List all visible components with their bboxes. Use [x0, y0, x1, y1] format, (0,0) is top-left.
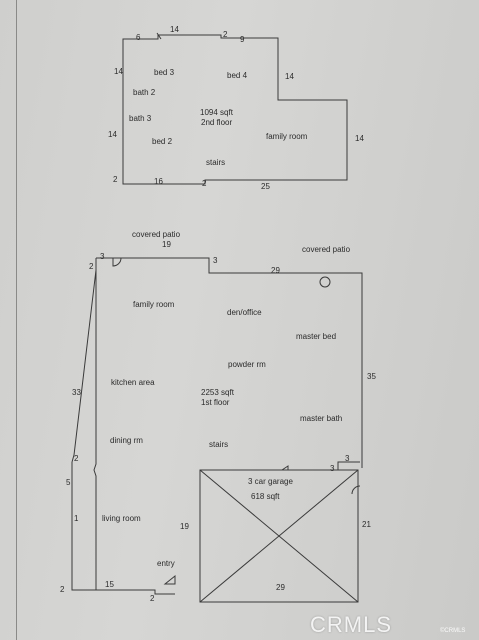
dim-upper-6: 6 — [136, 33, 141, 42]
room-bed-2: bed 2 — [152, 137, 173, 146]
dim-lower-2-top: 2 — [89, 262, 94, 271]
dim-lower-2-bottom-a: 2 — [60, 585, 65, 594]
dim-lower-35: 35 — [367, 372, 376, 381]
dim-lower-2-bottom-b: 2 — [150, 594, 155, 603]
garage-diagonal-b — [199, 469, 359, 603]
upper-area: 1094 sqft — [200, 108, 233, 117]
room-master-bath: master bath — [300, 414, 343, 423]
dim-lower-29-top: 29 — [271, 266, 280, 275]
lower-left-wall-lower — [71, 462, 153, 591]
dim-lower-33: 33 — [72, 388, 81, 397]
room-bath-3: bath 3 — [129, 114, 152, 123]
upper-stair-tick — [156, 32, 162, 40]
dim-garage-21: 21 — [362, 520, 371, 529]
lower-floor-name: 1st floor — [201, 398, 230, 407]
garage-area: 618 sqft — [251, 492, 280, 501]
patio-door-swing — [112, 257, 122, 267]
room-living: living room — [102, 514, 141, 523]
dim-garage-29: 29 — [276, 583, 285, 592]
patio-fixture — [319, 276, 331, 288]
room-den-office: den/office — [227, 308, 262, 317]
room-bed-4: bed 4 — [227, 71, 248, 80]
crmls-watermark: CRMLS — [310, 612, 393, 637]
label-covered-patio-left: covered patio — [132, 230, 181, 239]
dim-upper-14-right-a: 14 — [285, 72, 294, 81]
dim-lower-3-top-b: 3 — [213, 256, 218, 265]
lower-stairs: stairs — [209, 440, 229, 449]
garage-outline — [199, 469, 359, 603]
lower-left-wall-upper — [71, 269, 97, 463]
lower-floor-outline — [93, 257, 363, 595]
dim-lower-1: 1 — [74, 514, 79, 523]
garage-side-door — [351, 485, 361, 495]
room-family-upper: family room — [266, 132, 308, 141]
garage-door-swing — [280, 465, 289, 471]
room-dining: dining rm — [110, 436, 143, 445]
room-garage: 3 car garage — [248, 477, 293, 486]
lower-area: 2253 sqft — [201, 388, 234, 397]
dim-upper-14-left-b: 14 — [108, 130, 117, 139]
entry-door-swing — [163, 574, 176, 585]
dim-upper-2-bottom-a: 2 — [113, 175, 118, 184]
dim-lower-15: 15 — [105, 580, 114, 589]
room-bath-2: bath 2 — [133, 88, 156, 97]
dim-upper-14-top: 14 — [170, 25, 179, 34]
dim-upper-9: 9 — [240, 35, 245, 44]
room-kitchen: kitchen area — [111, 378, 155, 387]
dim-lower-2-left: 2 — [74, 454, 79, 463]
crmls-copyright: ©CRMLS — [440, 628, 466, 634]
dim-upper-16: 16 — [154, 177, 163, 186]
garage-step — [337, 461, 360, 470]
label-covered-patio-right: covered patio — [302, 245, 351, 254]
paper-margin-line — [16, 0, 17, 640]
dim-upper-14-left-a: 14 — [114, 67, 123, 76]
dim-lower-19-top: 19 — [162, 240, 171, 249]
dim-upper-2-top: 2 — [223, 30, 228, 39]
room-bed-3: bed 3 — [154, 68, 175, 77]
dim-garage-19: 19 — [180, 522, 189, 531]
upper-floor-outline — [122, 34, 348, 185]
dim-garage-3-a: 3 — [345, 454, 350, 463]
room-powder: powder rm — [228, 360, 266, 369]
label-entry: entry — [157, 559, 175, 568]
dim-upper-25: 25 — [261, 182, 270, 191]
dim-lower-5: 5 — [66, 478, 71, 487]
room-master-bed: master bed — [296, 332, 337, 341]
dim-lower-3-top-a: 3 — [100, 252, 105, 261]
upper-stairs: stairs — [206, 158, 226, 167]
dim-upper-14-right-b: 14 — [355, 134, 364, 143]
dim-garage-3-b: 3 — [330, 464, 335, 473]
upper-floor-name: 2nd floor — [201, 118, 233, 127]
room-family-lower: family room — [133, 300, 175, 309]
dim-upper-2-bottom-b: 2 — [202, 179, 207, 188]
